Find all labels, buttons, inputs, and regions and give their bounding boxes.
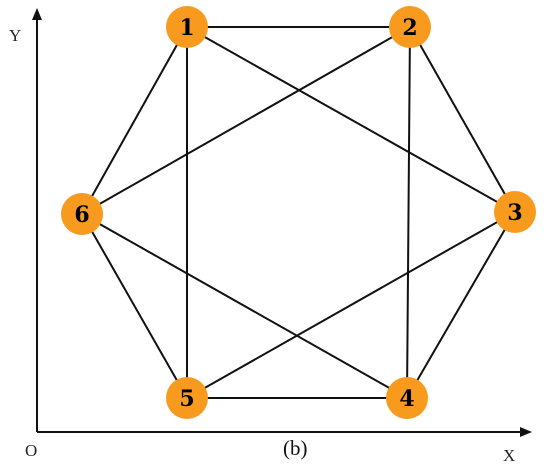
y-axis-label: Y: [9, 26, 21, 45]
edge-2-3: [409, 26, 516, 213]
nodes-group: 1 2 3 4 5 6: [61, 6, 536, 419]
edge-5-6: [81, 213, 188, 399]
edge-6-4: [81, 213, 408, 399]
edge-2-6: [81, 26, 411, 215]
origin-label: O: [25, 441, 37, 460]
node-label: 3: [507, 200, 522, 226]
node-circle: [166, 6, 208, 48]
node-circle: [386, 377, 428, 419]
node-6: 6: [61, 193, 103, 235]
node-circle: [494, 191, 536, 233]
figure-caption: (b): [283, 436, 308, 460]
edge-1-3: [186, 26, 516, 213]
edge-6-1: [81, 26, 188, 215]
node-label: 5: [179, 386, 194, 412]
node-label: 6: [74, 202, 89, 228]
node-circle: [389, 6, 431, 48]
x-axis-label: X: [503, 446, 515, 465]
edge-2-4: [406, 26, 411, 399]
edges-group: [81, 26, 516, 399]
node-label: 2: [402, 15, 417, 41]
edge-3-4: [406, 211, 516, 399]
edge-3-5: [186, 211, 516, 399]
node-label: 4: [399, 386, 414, 412]
node-3: 3: [494, 191, 536, 233]
node-4: 4: [386, 377, 428, 419]
node-1: 1: [166, 6, 208, 48]
node-5: 5: [166, 377, 208, 419]
node-2: 2: [389, 6, 431, 48]
node-circle: [166, 377, 208, 419]
node-circle: [61, 193, 103, 235]
node-label: 1: [179, 15, 194, 41]
